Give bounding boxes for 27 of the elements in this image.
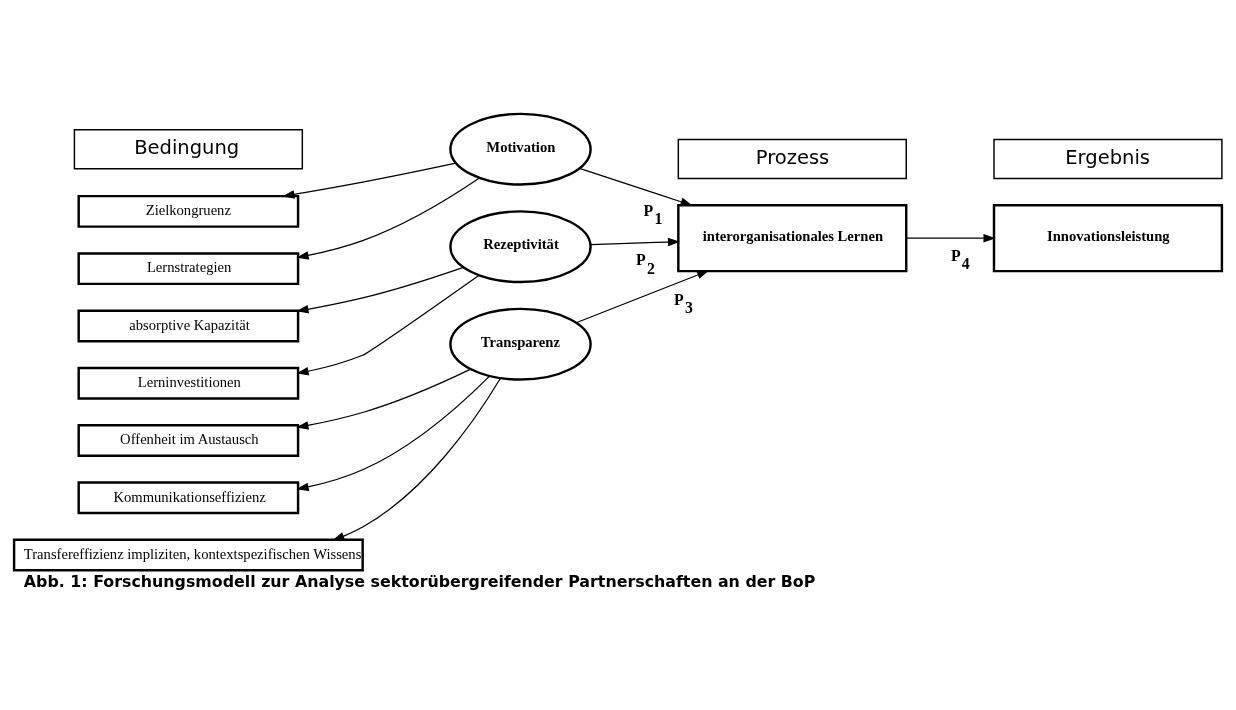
- node-box: Zielkongruenz: [77, 194, 300, 228]
- arrow: [296, 274, 480, 375]
- node-ellipse: Rezeptivität: [449, 209, 592, 283]
- arrow: [575, 269, 710, 323]
- node-box: Transfereffizienz impliziten, kontextspezifischen Wissens: [12, 538, 364, 572]
- arrow: [296, 176, 481, 260]
- arrow: [296, 374, 491, 491]
- arrow: [296, 266, 464, 313]
- arrow: [282, 162, 457, 199]
- arrow: [590, 237, 681, 246]
- node-box: Bedingung: [73, 128, 304, 169]
- arrow: [296, 368, 472, 430]
- node-box: Kommunikationseffizienz: [77, 480, 300, 514]
- node-ellipse: Motivation: [449, 112, 592, 186]
- node-box: Offenheit im Austausch: [77, 423, 300, 457]
- node-box: Lerninvestitionen: [77, 366, 300, 400]
- arrow: [332, 377, 502, 540]
- node-ellipse: Transparenz: [449, 307, 592, 381]
- node-box: absorptive Kapazität: [77, 309, 300, 342]
- node-box: Prozess: [677, 138, 907, 179]
- node-box: Lernstrategien: [77, 251, 300, 285]
- arrow: [578, 167, 693, 206]
- node-box: Ergebnis: [993, 138, 1223, 179]
- caption: Abb. 1: Forschungsmodell zur Analyse sektorübergreifender Partnerschaften an der BoP: [23, 571, 816, 591]
- arrow: [905, 233, 996, 242]
- node-box: interorganisationales Lernen: [677, 203, 908, 272]
- node-box: Innovationsleistung: [992, 203, 1224, 272]
